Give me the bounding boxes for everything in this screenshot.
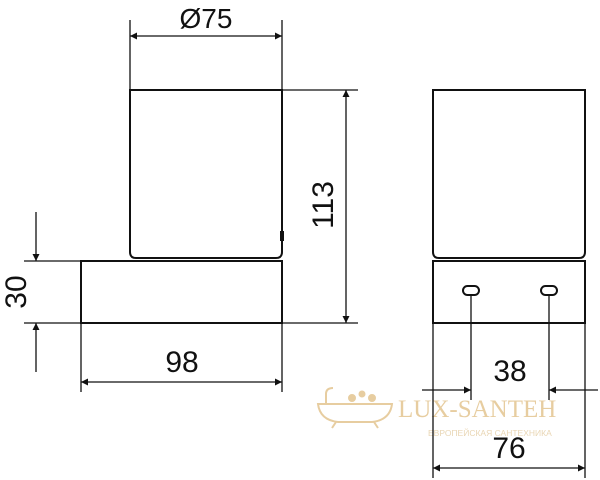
label-total-depth: 76 — [492, 432, 525, 465]
mount-hole-right — [540, 285, 558, 296]
bathtub-icon — [316, 387, 394, 429]
dimension-diameter — [129, 20, 283, 90]
dimension-mount-spacing — [422, 295, 598, 400]
label-mount-spacing: 38 — [493, 355, 526, 388]
front-view — [432, 89, 586, 324]
mount-hole-left — [462, 285, 480, 296]
front-base-outline — [432, 260, 586, 324]
label-base-height: 30 — [0, 275, 33, 308]
dimension-base-height — [24, 212, 81, 372]
label-height: 113 — [307, 181, 340, 229]
dimension-total-depth — [432, 323, 586, 478]
dimension-height — [282, 89, 358, 324]
side-view — [80, 89, 284, 324]
cup-outline — [129, 89, 283, 259]
front-cup-outline — [432, 89, 586, 259]
base-outline — [80, 260, 283, 324]
label-diameter: Ø75 — [180, 3, 233, 34]
watermark-brand: LUX-SANTEH — [398, 396, 556, 423]
watermark-tagline: ЕВРОПЕЙСКАЯ САНТЕХНИКА — [428, 427, 552, 438]
dimension-base-width — [80, 323, 283, 392]
label-base-width: 98 — [165, 346, 198, 379]
watermark: LUX-SANTEH ЕВРОПЕЙСКАЯ САНТЕХНИКА — [316, 387, 556, 438]
